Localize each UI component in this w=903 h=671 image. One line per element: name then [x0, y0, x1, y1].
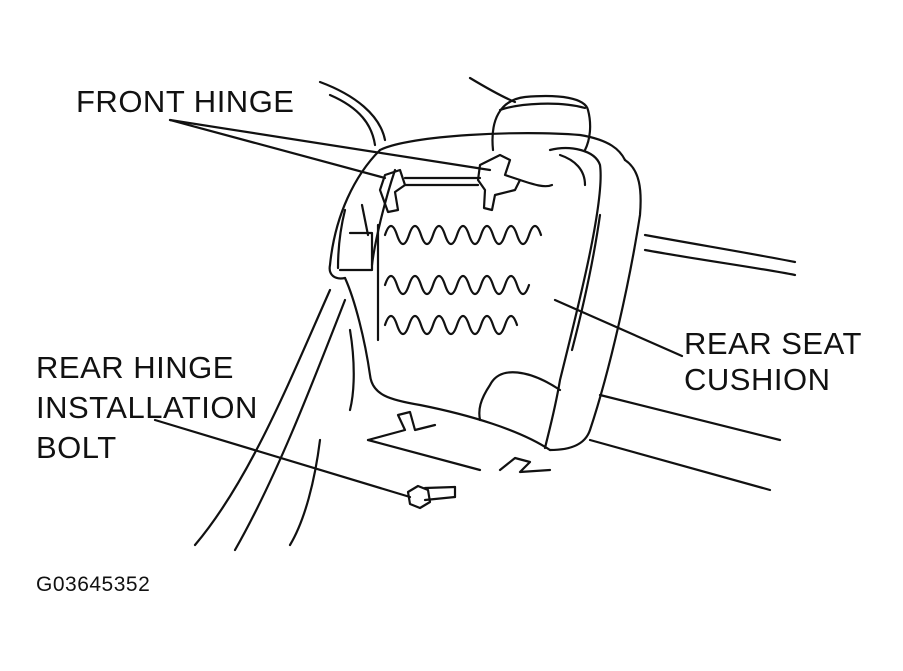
rear-seat-cushion-label-line-2: CUSHION	[684, 362, 831, 397]
rear-hinge-bolt-label-line-2: INSTALLATION	[36, 390, 258, 425]
rear-hinge-bolt-label-line-3: BOLT	[36, 430, 117, 465]
headrest	[491, 94, 592, 152]
rear-seat-cushion-label-line-1: REAR SEAT	[684, 326, 862, 361]
seat-back-frame	[328, 132, 642, 452]
front-hinge-label-text: FRONT HINGE	[76, 84, 295, 119]
front-hinge-label: FRONT HINGE	[76, 84, 295, 120]
vehicle-body-outline	[193, 76, 797, 552]
rear-hinge-installation-bolt-label: REAR HINGE INSTALLATION BOLT	[36, 348, 258, 468]
rear-hinge-brackets	[366, 410, 552, 474]
figure-id: G03645352	[36, 573, 151, 596]
seat-springs	[376, 223, 543, 342]
front-hinge-brackets	[378, 153, 554, 214]
rear-seat-cushion-label: REAR SEAT CUSHION	[684, 326, 862, 398]
rear-hinge-bolt-label-line-1: REAR HINGE	[36, 350, 234, 385]
leader-lines	[153, 118, 684, 499]
bolt-icon	[406, 484, 457, 510]
